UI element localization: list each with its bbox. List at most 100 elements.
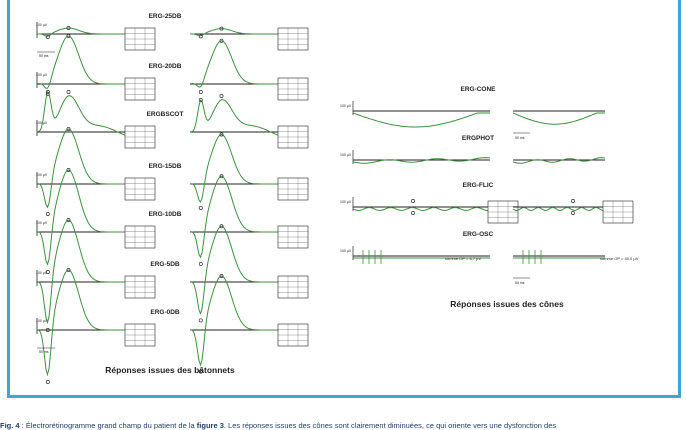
rod-row-label: ERG-20DB [149, 63, 182, 70]
peak-marker [411, 211, 415, 215]
cone-row-label: ERG-FLIC [463, 182, 494, 189]
peak-marker [571, 199, 575, 203]
rod-trace [189, 99, 281, 137]
peak-marker [45, 90, 50, 94]
rod-responses-panel: ERG-25DB 100 µV 50 ms ERG-20DB 100 µV ERGBSCO… [36, 13, 309, 384]
rod-row: ERG-25DB 100 µV 50 ms [36, 13, 309, 58]
cone-trace [352, 112, 490, 128]
rod-row-label: ERG-0DB [150, 309, 180, 316]
rod-trace [36, 128, 127, 209]
osc-sum-left: somme OP = 6,7 µV [445, 256, 481, 261]
cone-trace [352, 206, 491, 212]
peak-marker [45, 35, 50, 39]
peak-marker [219, 174, 224, 179]
peak-marker [66, 127, 71, 131]
figure-frame [7, 0, 681, 398]
peak-marker [198, 90, 203, 94]
scale-label: 100 µV [36, 73, 48, 77]
scale-label: 100 µV [36, 271, 48, 275]
rod-trace [189, 225, 280, 316]
scale-label: 100 µV [340, 200, 352, 204]
cone-trace [512, 157, 606, 164]
scale-label: 100 µV [340, 249, 352, 253]
cone-panel-heading: Réponses issues des cônes [450, 299, 564, 309]
rod-trace [190, 28, 280, 37]
rod-panel-heading: Réponses issues des bâtonnets [105, 365, 235, 375]
peak-marker [219, 274, 224, 278]
rod-row: ERG-10DB 100 µV [36, 168, 309, 274]
peak-marker [66, 90, 71, 94]
peak-marker [411, 199, 415, 203]
scale-label: 100 µV [36, 23, 48, 27]
scale-label: 100 µV [340, 153, 352, 157]
rod-trace [190, 133, 280, 203]
cone-trace [512, 206, 606, 212]
peak-marker [66, 218, 71, 222]
rod-row-label: ERG-15DB [149, 163, 182, 170]
cone-row-label: ERG-OSC [463, 231, 494, 238]
time-scale-label: 50 ms [515, 281, 525, 285]
rod-row-label: ERG-25DB [149, 13, 182, 20]
peak-marker [219, 224, 224, 229]
scale-label: 100 µV [36, 173, 48, 177]
peak-marker [198, 98, 203, 102]
erg-figure: ERG-25DB 100 µV 50 ms ERG-20DB 100 µV ERGBSCO… [36, 13, 639, 384]
caption-text-a: : Électrorétinogramme grand champ du pat… [19, 421, 197, 430]
rod-row-label: ERG-5DB [150, 261, 180, 268]
rod-trace [36, 169, 127, 266]
cone-row-label: ERG-CONE [460, 86, 496, 93]
peak-marker [219, 26, 224, 31]
cone-row: ERG-FLIC 100 µV [340, 182, 634, 224]
peak-marker [198, 318, 203, 323]
time-scale-label: 50 ms [39, 350, 49, 354]
rod-trace [189, 275, 280, 367]
peak-marker [198, 262, 203, 266]
rod-trace [36, 35, 127, 89]
cone-row: ERG-CONE 100 µV 50 ms [340, 86, 605, 140]
peak-marker [45, 212, 50, 216]
caption-figure-number: Fig. 4 [0, 421, 20, 430]
cone-row: ERG-OSC 100 µV 50 ms somme OP = 6,7 µV somme… [340, 231, 639, 285]
rod-trace [37, 27, 127, 37]
time-scale-label: 50 ms [39, 54, 49, 58]
rod-trace [36, 90, 128, 137]
peak-marker [198, 206, 203, 210]
cone-row-label: ERGPHOT [462, 135, 494, 142]
rod-trace [189, 40, 280, 88]
peak-marker [198, 369, 203, 374]
rod-row: ERG-5DB 100 µV [36, 218, 309, 332]
rod-row-label: ERG-10DB [149, 211, 182, 218]
rod-row: ERG-0DB 100 µV 50 ms [36, 268, 309, 384]
peak-marker [219, 132, 224, 137]
cone-row: ERGPHOT 100 µV [340, 135, 606, 164]
scale-label: 100 µV [36, 319, 48, 323]
peak-marker [45, 380, 50, 384]
cone-trace [352, 157, 491, 164]
figure-caption: Fig. 4 : Électrorétinogramme grand champ… [0, 421, 686, 430]
rod-row-label: ERGBSCOT [147, 111, 184, 118]
cone-trace [512, 112, 605, 125]
peak-marker [66, 268, 71, 272]
peak-marker [66, 34, 71, 38]
time-scale-label: 50 ms [515, 136, 525, 140]
peak-marker [219, 38, 224, 43]
caption-figure-reference: figure 3 [196, 421, 224, 430]
rod-row: ERG-20DB 100 µV [36, 34, 309, 101]
rod-trace [36, 269, 127, 377]
rod-trace [189, 175, 280, 259]
peak-marker [198, 34, 203, 39]
osc-sum-right: somme OP = 40,0 µV [600, 256, 639, 261]
peak-marker [571, 211, 575, 215]
peak-marker [66, 168, 71, 172]
scale-label: 100 µV [36, 221, 48, 225]
peak-marker [45, 270, 50, 274]
peak-marker [219, 94, 224, 98]
caption-text-b: . Les réponses issues des cônes sont cla… [223, 421, 557, 430]
peak-marker [66, 26, 71, 30]
rod-trace [36, 219, 127, 325]
rod-row: ERG-15DB 100 µV [36, 127, 309, 216]
scale-label: 100 µV [340, 104, 352, 108]
